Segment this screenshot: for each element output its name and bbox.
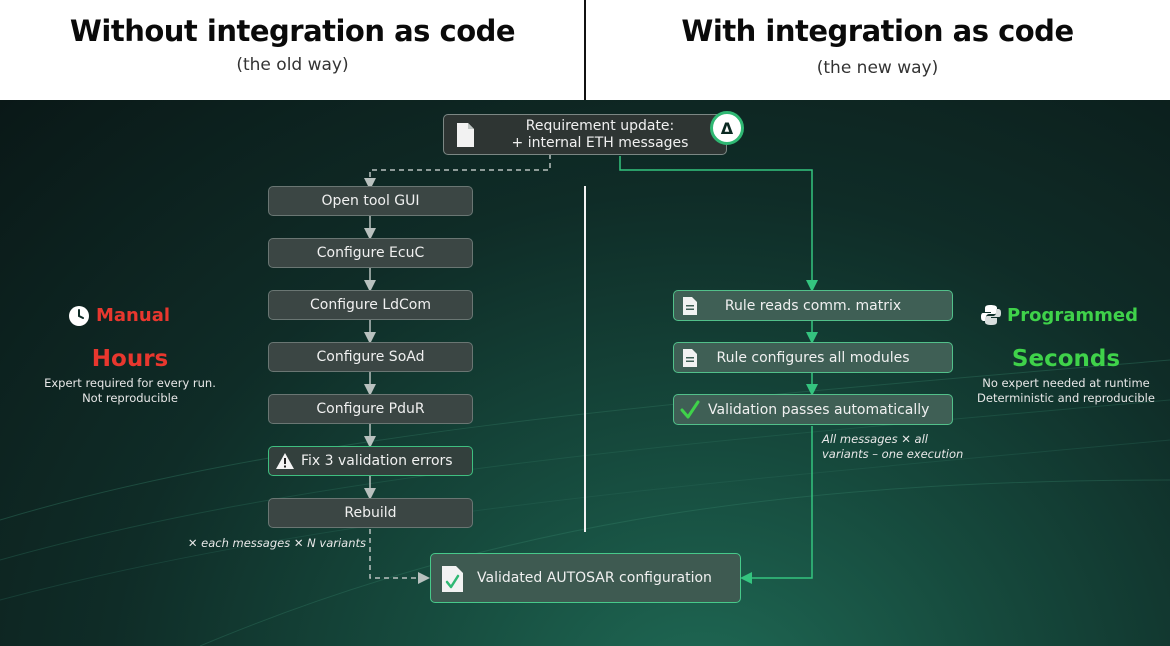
result-label: Validated AUTOSAR configuration [477,570,712,586]
clock-icon [69,306,89,326]
document-icon [683,297,697,315]
old-way-note: ✕ each messages ✕ N variants [187,536,366,550]
new-way-note-2: variants – one execution [822,447,964,461]
step-configure-ldcom: Configure LdCom [268,290,473,320]
header-divider [584,0,586,100]
left-subtitle: (the old way) [236,55,349,75]
requirement-line2: + internal ETH messages [511,134,689,151]
right-title: With integration as code [681,14,1074,48]
rule-step-1-label: Rule reads comm. matrix [724,297,902,314]
python-icon [981,305,1001,325]
new-way-desc-2: Deterministic and reproducible [977,391,1155,405]
warning-step-label: Fix 3 validation errors [301,453,453,469]
warning-icon [276,453,294,469]
header: Without integration as code (the old way… [0,0,1170,100]
new-way-desc-1: No expert needed at runtime [982,376,1150,390]
flow-connectors [0,154,1170,646]
new-way-note-1: All messages ✕ all [822,432,928,446]
manual-label: Manual [96,305,171,326]
requirement-line1: Requirement update: [525,117,675,134]
step-fix-validation-errors: Fix 3 validation errors [268,446,473,476]
document-icon [683,349,697,367]
step-rebuild: Rebuild [268,498,473,528]
old-way-desc-2: Not reproducible [82,391,178,405]
requirement-box: Requirement update: + internal ETH messa… [443,114,727,155]
checkmark-icon [680,400,700,418]
right-subtitle: (the new way) [816,58,939,78]
document-check-icon [442,566,463,592]
delta-icon: Δ [710,111,744,145]
left-title: Without integration as code [69,14,516,48]
seconds-label: Seconds [1011,346,1121,372]
document-icon [457,123,474,147]
step-rule-reads-matrix: Rule reads comm. matrix [673,290,953,321]
old-way-desc-1: Expert required for every run. [44,376,216,390]
validation-step-label: Validation passes automatically [708,401,930,418]
programmed-label: Programmed [1007,305,1138,326]
step-configure-pdur: Configure PduR [268,394,473,424]
step-configure-soad: Configure SoAd [268,342,473,372]
rule-step-2-label: Rule configures all modules [716,349,910,366]
hours-label: Hours [91,346,169,372]
step-configure-ecuc: Configure EcuC [268,238,473,268]
step-validation-passes: Validation passes automatically [673,394,953,425]
step-open-tool-gui: Open tool GUI [268,186,473,216]
diagram-area: Requirement update: + internal ETH messa… [0,100,1170,646]
step-rule-configures-modules: Rule configures all modules [673,342,953,373]
validated-config-box: Validated AUTOSAR configuration [430,553,741,603]
